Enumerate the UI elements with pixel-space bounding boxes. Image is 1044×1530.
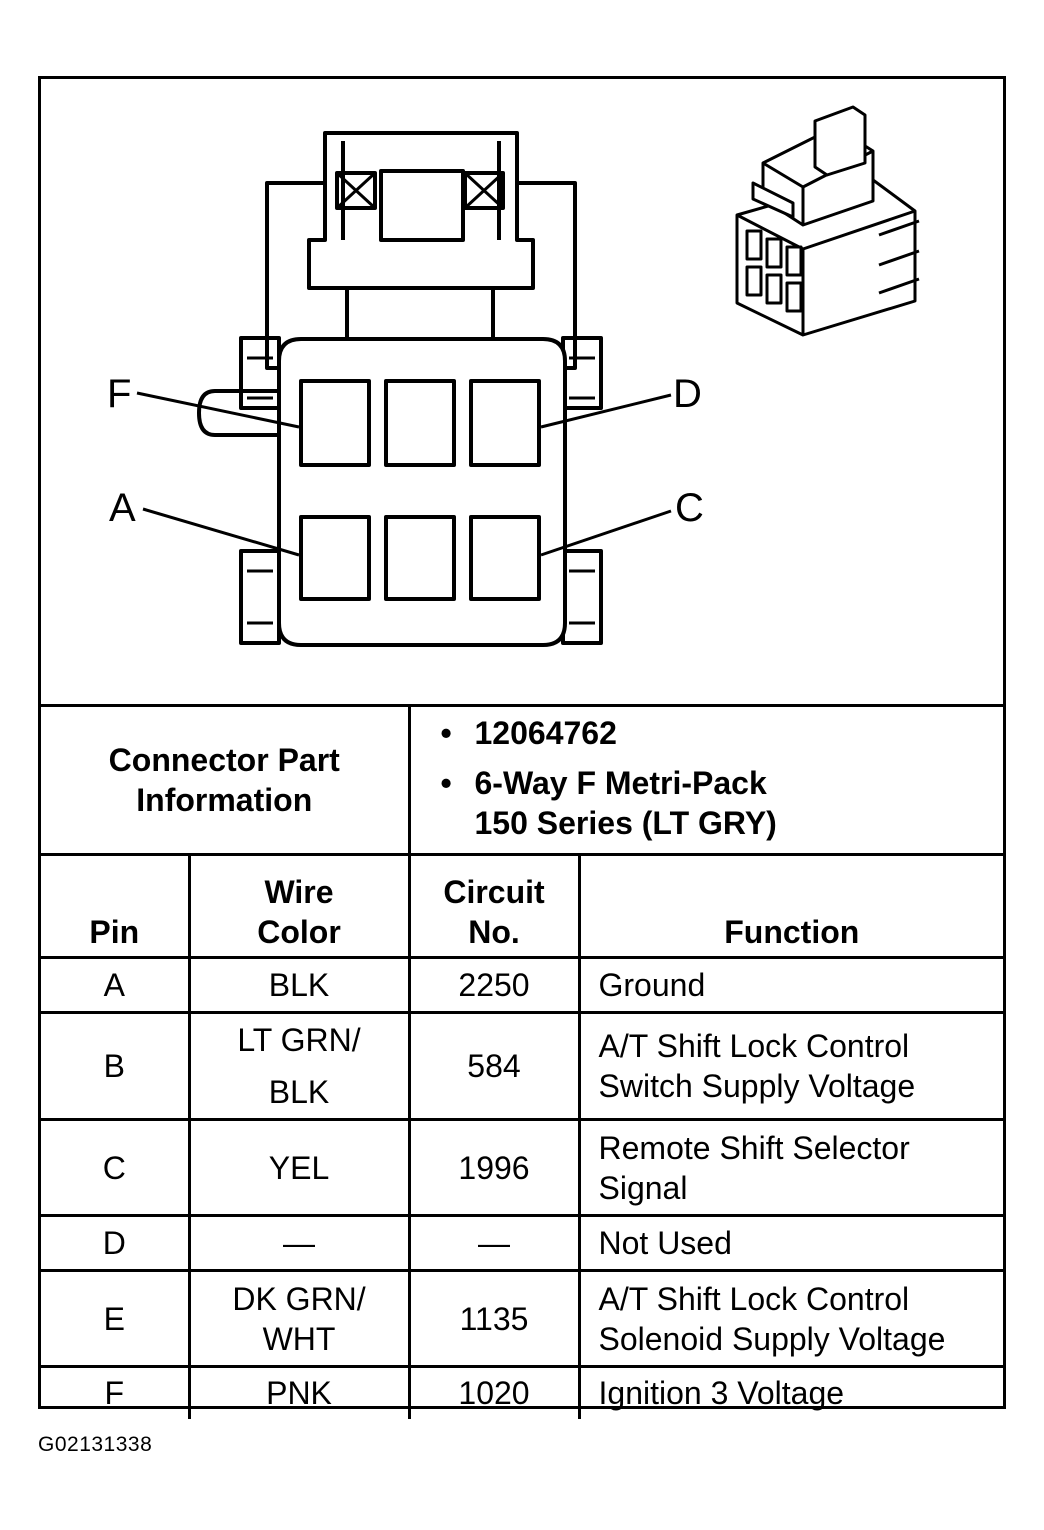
connector-face-view: F D A C	[107, 105, 920, 647]
connector-info-row: Connector Part Information 12064762 6-Wa…	[41, 704, 1004, 856]
table-row: A BLK 2250 Ground	[41, 956, 1004, 1014]
cavity-a	[299, 515, 371, 601]
part-number: 12064762	[441, 713, 1004, 753]
cavity-f	[299, 379, 371, 467]
pin-cell: F	[41, 1365, 191, 1419]
cavity-label-a: A	[109, 486, 136, 530]
pin-cell: D	[41, 1214, 191, 1272]
description-line-2: 150 Series (LT GRY)	[474, 805, 777, 841]
leader-f	[136, 391, 300, 429]
wire-color-cell: DK GRN/WHT	[187, 1269, 411, 1368]
cavity-e	[384, 379, 456, 467]
wire-color-cell: —	[187, 1214, 411, 1272]
function-cell: Ground	[577, 956, 1004, 1014]
circuit-cell: 1135	[407, 1269, 581, 1368]
pin-cell: B	[41, 1011, 191, 1121]
wire-color-cell: BLK	[187, 956, 411, 1014]
circuit-cell: 2250	[407, 956, 581, 1014]
part-number-text: 12064762	[474, 715, 617, 751]
leader-c	[540, 509, 672, 557]
connector-pin-table: Connector Part Information 12064762 6-Wa…	[41, 704, 1004, 1419]
cavity-d	[469, 379, 541, 467]
table-row: F PNK 1020 Ignition 3 Voltage	[41, 1365, 1004, 1419]
cavity-c	[469, 515, 541, 601]
function-cell: Not Used	[577, 1214, 1004, 1272]
table-row: E DK GRN/WHT 1135 A/T Shift Lock Control…	[41, 1269, 1004, 1368]
connector-info-label-text: Connector Part Information	[108, 742, 340, 818]
connector-isometric-icon	[735, 105, 920, 337]
header-pin: Pin	[41, 853, 191, 959]
cavity-label-f: F	[107, 372, 131, 416]
leader-d	[540, 393, 672, 429]
cavity-label-c: C	[675, 486, 704, 530]
description-line-1: 6-Way F Metri-Pack	[474, 765, 767, 801]
wire-color-cell: PNK	[187, 1365, 411, 1419]
connector-description: 6-Way F Metri-Pack 150 Series (LT GRY)	[441, 763, 1004, 843]
connector-info-value: 12064762 6-Way F Metri-Pack 150 Series (…	[407, 704, 1004, 856]
table-row: D — — Not Used	[41, 1214, 1004, 1272]
connector-diagram-frame: F D A C	[38, 76, 1006, 1419]
connector-drawing: F D A C	[41, 79, 1003, 704]
function-cell: Ignition 3 Voltage	[577, 1365, 1004, 1419]
wire-color-cell: LT GRN/BLK	[187, 1011, 411, 1121]
circuit-cell: 1996	[407, 1118, 581, 1217]
cavity-label-d: D	[673, 372, 702, 416]
pin-cell: A	[41, 956, 191, 1014]
figure-id: G02131338	[38, 1433, 153, 1456]
pin-cell: E	[41, 1269, 191, 1368]
wire-color-cell: YEL	[187, 1118, 411, 1217]
leader-a	[142, 507, 300, 557]
circuit-cell: —	[407, 1214, 581, 1272]
circuit-cell: 1020	[407, 1365, 581, 1419]
circuit-cell: 584	[407, 1011, 581, 1121]
cavity-b	[384, 515, 456, 601]
connector-info-label: Connector Part Information	[41, 704, 411, 856]
header-function: Function	[577, 853, 1004, 959]
pin-cell: C	[41, 1118, 191, 1217]
